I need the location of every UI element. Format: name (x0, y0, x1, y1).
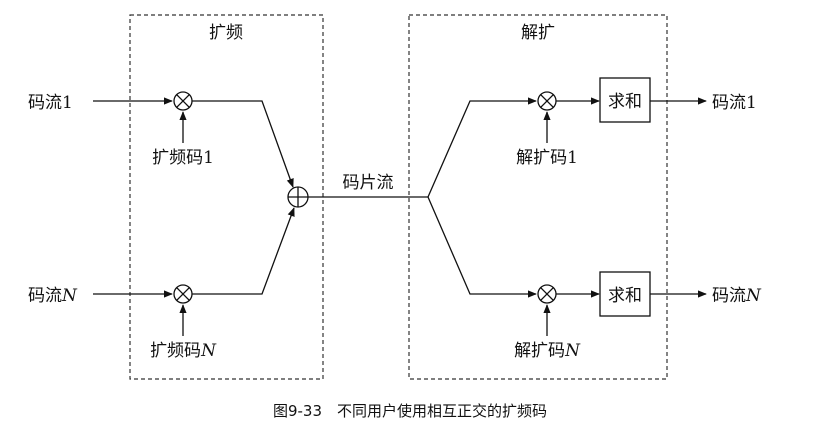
input-stream-1-label: 码流1 (28, 93, 73, 113)
despread-multiplier-1-icon (537, 91, 557, 111)
adder-icon (287, 186, 309, 208)
despread-branch-n (427, 196, 537, 298)
input-stream-n-label: 码流N (28, 286, 78, 306)
despread-group-box (408, 14, 668, 380)
spread-code-1-label: 扩频码1 (152, 148, 214, 168)
despread-group-title: 解扩 (521, 23, 555, 43)
spread-multiplier-n-icon (173, 284, 193, 304)
despread-multiplier-n-icon (537, 284, 557, 304)
sum-block-n (599, 271, 651, 317)
sum-block-n-label: 求和 (608, 286, 642, 306)
chip-stream-label: 码片流 (343, 173, 394, 193)
spread-path-n (192, 207, 295, 295)
spread-group-title: 扩频 (209, 23, 243, 43)
despread-branch-1 (427, 97, 537, 198)
spread-path-1 (192, 100, 294, 188)
output-stream-n-label: 码流N (712, 286, 762, 306)
despread-code-n-label: 解扩码N (514, 341, 581, 361)
despread-code-1-label: 解扩码1 (516, 148, 578, 168)
spread-code-n-label: 扩频码N (150, 341, 217, 361)
spread-multiplier-1-icon (173, 91, 193, 111)
sum-block-1 (599, 77, 651, 123)
sum-block-1-label: 求和 (608, 92, 642, 112)
figure-caption: 图9-33 不同用户使用相互正交的扩频码 (273, 402, 547, 420)
output-stream-1-label: 码流1 (712, 93, 757, 113)
